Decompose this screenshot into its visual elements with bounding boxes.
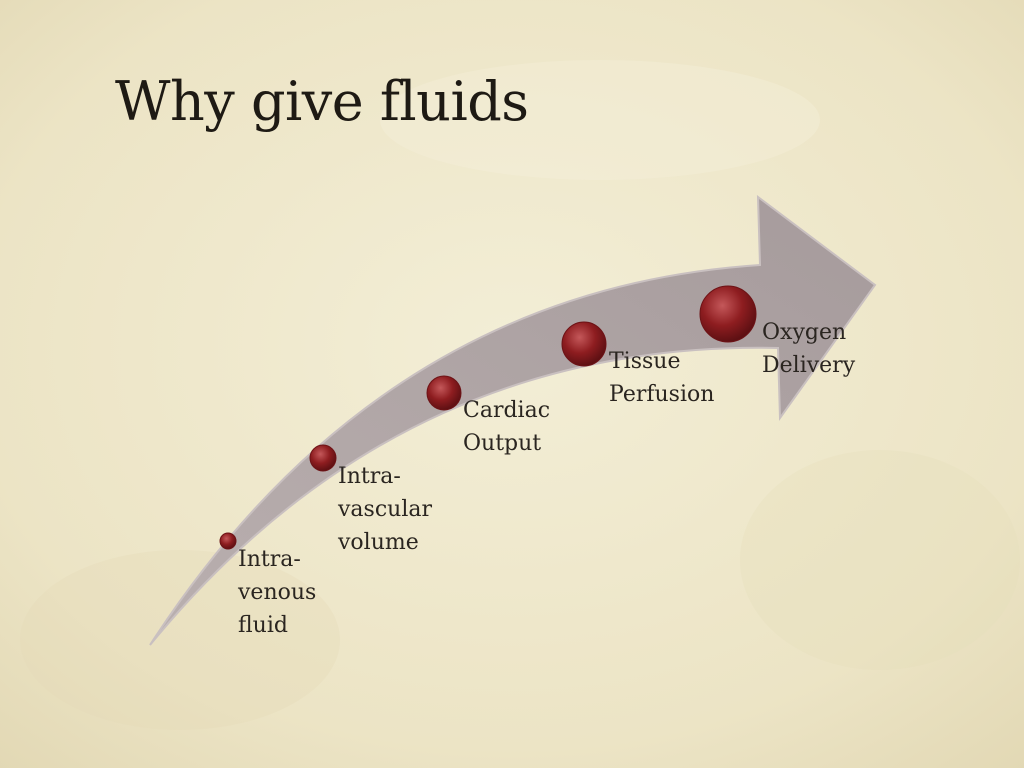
step-bead-cardiac-output xyxy=(426,375,462,411)
step-label-intravenous-fluid: Intra- venous fluid xyxy=(238,547,317,638)
step-bead-intravascular-volume xyxy=(309,444,337,472)
step-bead-oxygen-delivery xyxy=(699,285,757,343)
step-label-cardiac-output: Cardiac Output xyxy=(463,398,551,456)
curved-arrow xyxy=(149,194,877,646)
step-label-oxygen-delivery: Oxygen Delivery xyxy=(762,320,856,378)
slide-title: Why give fluids xyxy=(115,70,529,133)
step-label-tissue-perfusion: Tissue Perfusion xyxy=(609,349,715,407)
step-bead-intravenous-fluid xyxy=(219,532,237,550)
step-bead-tissue-perfusion xyxy=(561,321,607,367)
step-label-intravascular-volume: Intra- vascular volume xyxy=(338,464,432,555)
